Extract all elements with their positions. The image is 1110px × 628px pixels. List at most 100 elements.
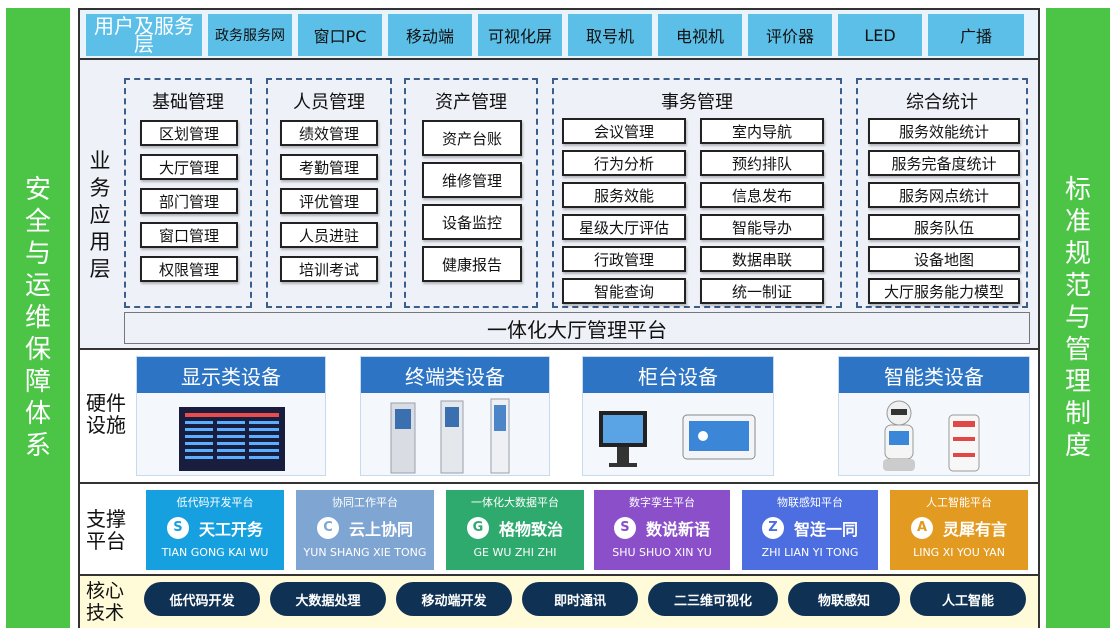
architecture-diagram: 用户及服务层 政务服务网 窗口PC 移动端 可视化屏 取号机 电视机 评价器 L… [78, 8, 1040, 628]
biz-item: 人员进驻 [280, 222, 378, 248]
biz-item: 服务完备度统计 [868, 150, 1020, 176]
support-card-brand: 数说新语 [645, 520, 710, 539]
user-item: 可视化屏 [478, 14, 562, 56]
biz-item: 考勤管理 [280, 154, 378, 180]
support-card-pinyin: SHU SHUO XIN YU [612, 546, 712, 559]
support-card: 人工智能平台 A 灵犀有言 LING XI YOU YAN [890, 490, 1028, 570]
biz-item: 数据串联 [700, 246, 824, 272]
user-item: 政务服务网 [208, 14, 292, 56]
user-item: 电视机 [658, 14, 742, 56]
core-tech-item: 物联感知 [788, 582, 900, 616]
biz-item: 大厅服务能力模型 [868, 278, 1020, 304]
biz-item: 服务效能 [562, 182, 686, 208]
brand-logo-icon: Z [761, 517, 784, 539]
biz-item: 设备监控 [422, 204, 522, 240]
hw-title: 柜台设备 [583, 357, 773, 393]
core-tech-item: 二三维可视化 [648, 582, 778, 616]
counter-devices-card: 柜台设备 [582, 356, 774, 476]
core-tech-item: 大数据处理 [270, 582, 386, 616]
security-ops-bar: 安全与运维保障体系 [6, 8, 70, 628]
support-card-brand: 云上协同 [348, 520, 413, 539]
user-item: 取号机 [568, 14, 652, 56]
core-tech-item: 移动端开发 [396, 582, 512, 616]
biz-item: 会议管理 [562, 118, 686, 144]
kiosk-terminals-icon [390, 398, 510, 474]
support-card-pinyin: LING XI YOU YAN [913, 546, 1005, 559]
biz-item: 行为分析 [562, 150, 686, 176]
group-title: 事务管理 [661, 92, 733, 113]
user-item: 评价器 [748, 14, 832, 56]
business-layer-label: 业务应用层 [89, 149, 111, 281]
standards-bar: 标准规范与管理制度 [1046, 8, 1110, 628]
biz-item: 服务效能统计 [868, 118, 1020, 144]
core-layer-label: 核心技术 [86, 580, 125, 624]
brand-logo-icon: A [910, 517, 933, 539]
biz-item: 预约排队 [700, 150, 824, 176]
brand-logo-icon: S [613, 517, 636, 539]
biz-item: 资产台账 [422, 120, 522, 156]
support-card-title: 人工智能平台 [926, 496, 992, 509]
counter-screens-icon [599, 411, 756, 467]
user-layer-title: 用户及服务层 [86, 14, 202, 56]
terminal-devices-card: 终端类设备 [360, 356, 550, 476]
biz-item: 服务队伍 [868, 214, 1020, 240]
group-personnel-management: 人员管理 绩效管理 考勤管理 评优管理 人员进驻 培训考试 [266, 78, 392, 308]
support-card-pinyin: YUN SHANG XIE TONG [303, 546, 427, 559]
biz-item: 大厅管理 [140, 154, 238, 180]
core-tech-item: 低代码开发 [144, 582, 260, 616]
hw-title: 终端类设备 [361, 357, 549, 393]
group-title: 人员管理 [293, 92, 365, 113]
biz-item: 维修管理 [422, 162, 522, 198]
support-card-brand: 智连一同 [793, 520, 858, 539]
user-item: LED [838, 14, 922, 56]
biz-item: 统一制证 [700, 278, 824, 304]
hardware-layer-label: 硬件设施 [86, 391, 126, 437]
core-layer: 核心技术 低代码开发 大数据处理 移动端开发 即时通讯 二三维可视化 物联感知 … [80, 576, 1038, 628]
biz-item: 评优管理 [280, 188, 378, 214]
support-card-brand: 格物致治 [498, 520, 563, 539]
core-tech-item: 人工智能 [910, 582, 1026, 616]
biz-item: 行政管理 [562, 246, 686, 272]
group-statistics: 综合统计 服务效能统计 服务完备度统计 服务网点统计 服务队伍 设备地图 大厅服… [856, 78, 1028, 308]
biz-item: 智能导办 [700, 214, 824, 240]
standards-text: 标准规范与管理制度 [1065, 175, 1092, 461]
group-title: 资产管理 [435, 92, 507, 113]
group-affairs-management: 事务管理 会议管理 室内导航 行为分析 预约排队 服务效能 信息发布 星级大厅评… [552, 78, 842, 308]
brand-logo-icon: G [466, 517, 489, 539]
group-asset-management: 资产管理 资产台账 维修管理 设备监控 健康报告 [404, 78, 538, 308]
support-card-pinyin: ZHI LIAN YI TONG [761, 546, 859, 559]
core-tech-item: 即时通讯 [522, 582, 638, 616]
robots-icon [883, 400, 980, 472]
group-title: 基础管理 [152, 92, 224, 113]
biz-item: 部门管理 [140, 188, 238, 214]
biz-item: 设备地图 [868, 246, 1020, 272]
hardware-layer: 硬件设施 显示类设备 终端类设备 [80, 350, 1038, 484]
user-layer: 用户及服务层 政务服务网 窗口PC 移动端 可视化屏 取号机 电视机 评价器 L… [80, 10, 1038, 60]
biz-item: 培训考试 [280, 256, 378, 282]
brand-logo-icon: C [316, 517, 339, 539]
brand-logo-icon: S [166, 517, 189, 539]
biz-item: 智能查询 [562, 278, 686, 304]
biz-item: 健康报告 [422, 246, 522, 282]
biz-item: 区划管理 [140, 120, 238, 146]
biz-item: 星级大厅评估 [562, 214, 686, 240]
biz-item: 权限管理 [140, 256, 238, 282]
support-card-title: 一体化大数据平台 [471, 496, 559, 509]
support-layer-label: 支撑平台 [86, 507, 126, 553]
support-card-brand: 灵犀有言 [942, 520, 1007, 539]
user-item: 窗口PC [298, 14, 382, 56]
biz-item: 室内导航 [700, 118, 824, 144]
hw-title: 智能类设备 [839, 357, 1029, 393]
display-board-icon [179, 407, 285, 471]
hw-title: 显示类设备 [137, 357, 325, 393]
support-card-brand: 天工开务 [198, 520, 263, 539]
support-card-pinyin: TIAN GONG KAI WU [161, 546, 269, 559]
biz-item: 窗口管理 [140, 222, 238, 248]
smart-devices-card: 智能类设备 [838, 356, 1030, 476]
